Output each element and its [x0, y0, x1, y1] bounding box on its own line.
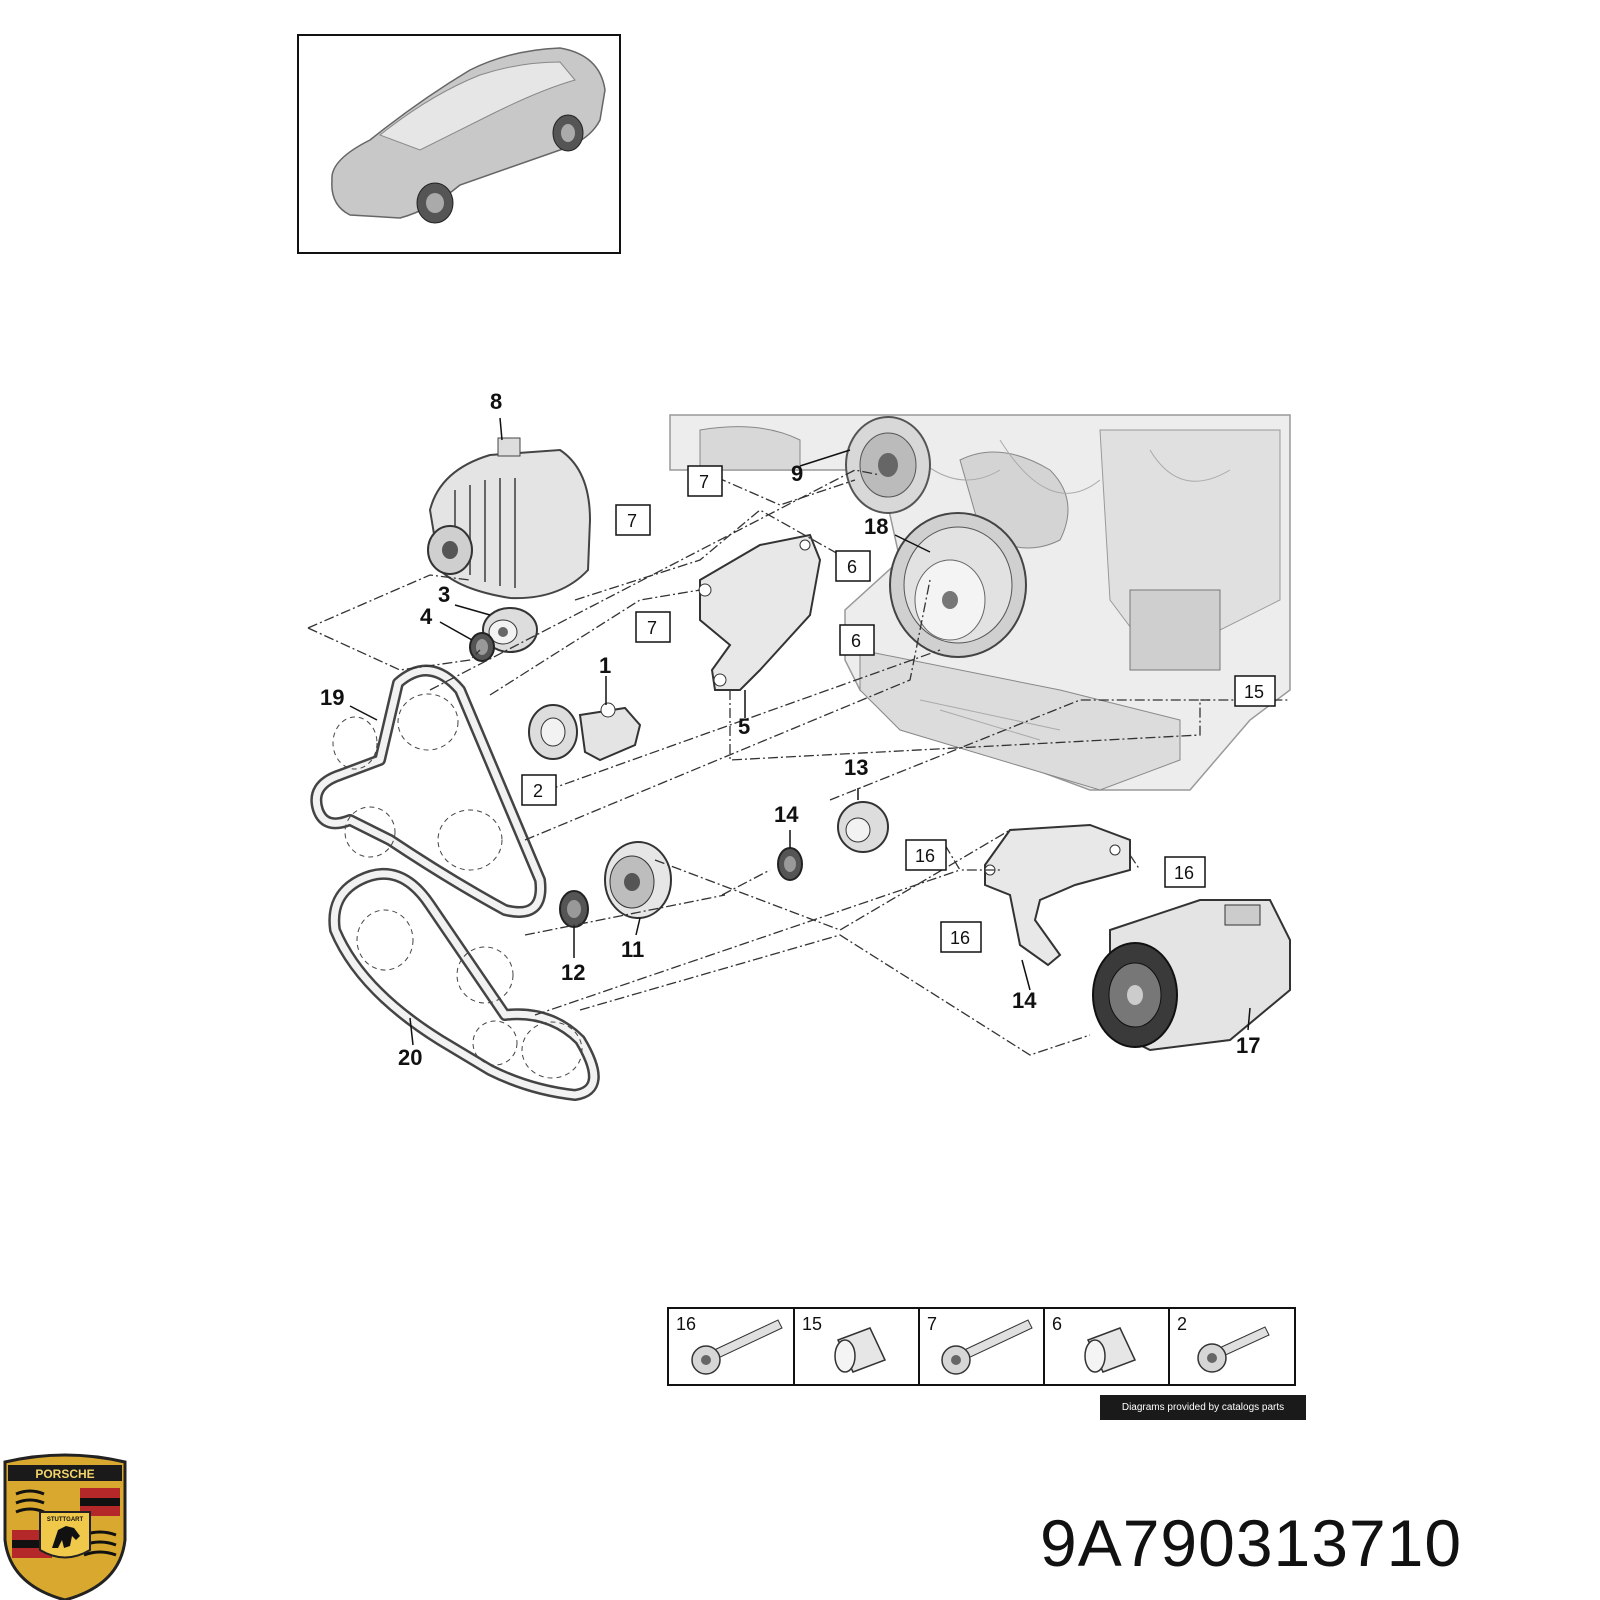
- legend-number: 6: [1052, 1314, 1062, 1334]
- boxed-callout-7: 7: [647, 618, 657, 638]
- long-bolt-icon: [941, 1319, 1033, 1375]
- cap-13: [777, 847, 803, 881]
- callout-1: 1: [599, 653, 611, 678]
- idler-pulley-12: [837, 801, 889, 853]
- boxed-callout-15: 15: [1244, 682, 1264, 702]
- boxed-callout-16: 16: [1174, 863, 1194, 883]
- bracket-14: [984, 823, 1131, 967]
- porsche-crest-logo: PORSCHE STUTTGART: [3, 1453, 127, 1600]
- svg-text:PORSCHE: PORSCHE: [35, 1467, 94, 1481]
- callout-3: 3: [438, 582, 450, 607]
- fastener-legend: 16 15 7 6 2: [667, 1307, 1296, 1386]
- callout-8: 8: [490, 389, 502, 414]
- callout-20: 20: [398, 1045, 422, 1070]
- legend-number: 2: [1177, 1314, 1187, 1334]
- pulley-18: [889, 512, 1027, 658]
- callout-labels: 8 9 18 3 4 1 5 19 13 14 12 11 14 17 20: [320, 389, 1260, 1070]
- belt-tensioner-1: [528, 702, 642, 762]
- part-number: 9A790313710: [1040, 1506, 1463, 1580]
- boxed-callouts: 7 7 7 6 6 2 15 16 16 16: [521, 465, 1276, 953]
- svg-text:STUTTGART: STUTTGART: [47, 1517, 84, 1523]
- drive-belt-20: [328, 867, 600, 1101]
- sleeve-icon: [834, 1327, 887, 1373]
- alternator: [427, 437, 592, 600]
- boxed-callout-2: 2: [533, 781, 543, 801]
- pulley-9: [845, 416, 931, 514]
- drive-belt-19: [310, 664, 547, 918]
- idler-pulley-3: [482, 607, 538, 653]
- assembly-lines: [307, 469, 1290, 1056]
- leader-lines: [349, 417, 1251, 1046]
- legend-number: 7: [927, 1314, 937, 1334]
- callout-9: 9: [791, 461, 803, 486]
- callout-19: 19: [320, 685, 344, 710]
- boxed-callout-6: 6: [847, 557, 857, 577]
- vehicle-thumbnail: [297, 34, 621, 254]
- short-bolt-icon: [1197, 1326, 1270, 1373]
- callout-14: 14: [1012, 988, 1037, 1013]
- boxed-callout-16: 16: [950, 928, 970, 948]
- callout-4: 4: [420, 604, 433, 629]
- boxed-callout-6: 6: [851, 631, 861, 651]
- cap-11: [559, 890, 589, 928]
- callout-17: 17: [1236, 1033, 1260, 1058]
- boxed-callout-7: 7: [699, 472, 709, 492]
- callout-18: 18: [864, 514, 888, 539]
- callout-12: 13: [844, 755, 868, 780]
- bracket-5: [698, 533, 822, 691]
- callout-10: 11: [621, 937, 644, 962]
- long-bolt-icon: [691, 1319, 783, 1375]
- callout-13: 14: [774, 802, 799, 827]
- legend-number: 16: [676, 1314, 696, 1334]
- boxed-callout-7: 7: [627, 511, 637, 531]
- callout-5: 5: [738, 714, 750, 739]
- legend-number: 15: [802, 1314, 822, 1334]
- pulley-10: [604, 841, 672, 919]
- boxed-callout-16: 16: [915, 846, 935, 866]
- ac-compressor-17: [1092, 899, 1291, 1052]
- sleeve-icon: [1084, 1327, 1137, 1373]
- credit-label: Diagrams provided by catalogs parts: [1100, 1395, 1306, 1420]
- callout-11: 12: [561, 960, 585, 985]
